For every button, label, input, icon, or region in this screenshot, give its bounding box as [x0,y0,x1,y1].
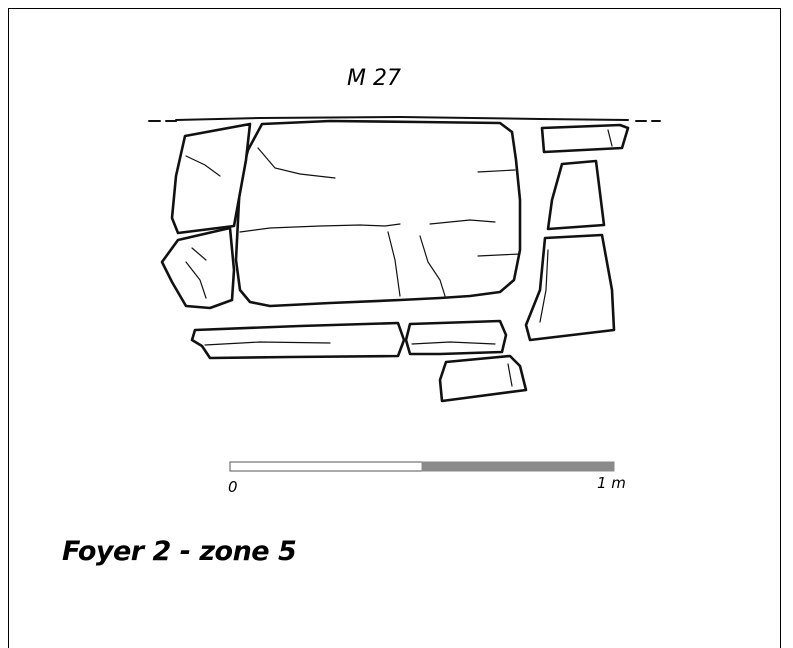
scale-bar [229,461,615,472]
stone-bottom-middle [404,319,508,356]
stone-right-middle [546,159,606,231]
wall-label: M 27 [347,66,401,91]
stone-central-slab [234,119,522,308]
stone-left-lower [160,226,236,310]
stone-left-upper [170,122,252,235]
scale-end-label: 1 m [597,474,626,492]
figure-caption: Foyer 2 - zone 5 [62,536,297,567]
wall-line [148,115,661,122]
stone-bottom-small [438,354,528,403]
stone-right-top [540,123,630,154]
scale-bar-light-segment [229,461,423,472]
stone-bottom-long [190,321,406,360]
scale-bar-dark-segment [421,461,615,472]
scale-start-label: 0 [228,478,238,496]
stone-right-lower [524,233,616,342]
